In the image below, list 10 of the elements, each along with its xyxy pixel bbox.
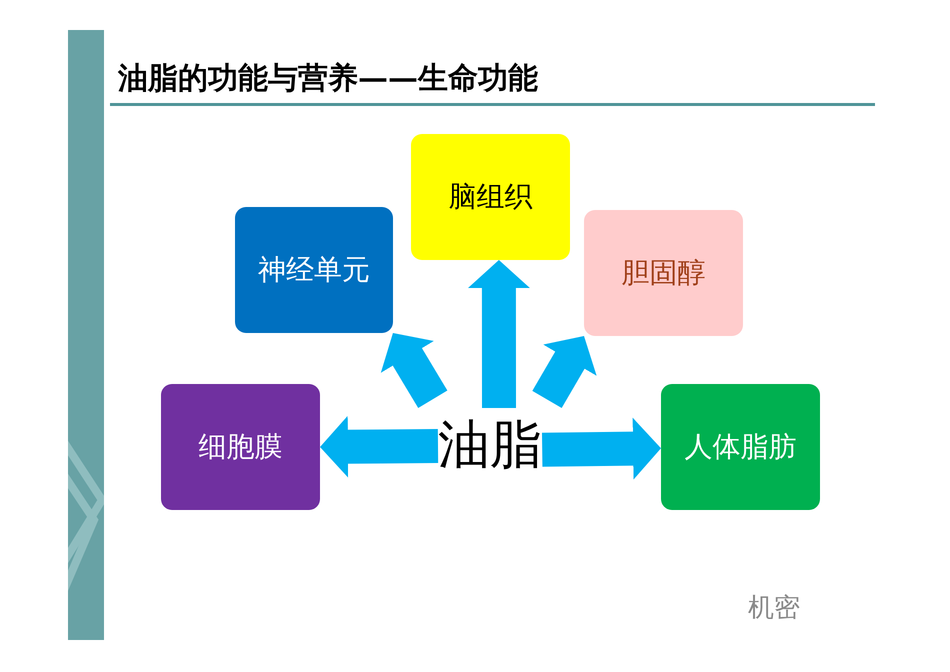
confidential-note: 机密 — [748, 594, 800, 624]
rounded-box: 神经单元 — [235, 207, 393, 333]
rounded-box: 胆固醇 — [584, 210, 743, 336]
rounded-box: 人体脂肪 — [661, 384, 820, 510]
rounded-box: 脑组织 — [411, 134, 570, 260]
block-arrow — [320, 416, 438, 478]
topic-text: 油脂 — [438, 408, 542, 484]
slide-title: 油脂的功能与营养——生命功能 — [118, 60, 538, 98]
block-arrow — [542, 418, 662, 480]
rounded-box: 细胞膜 — [161, 384, 320, 510]
